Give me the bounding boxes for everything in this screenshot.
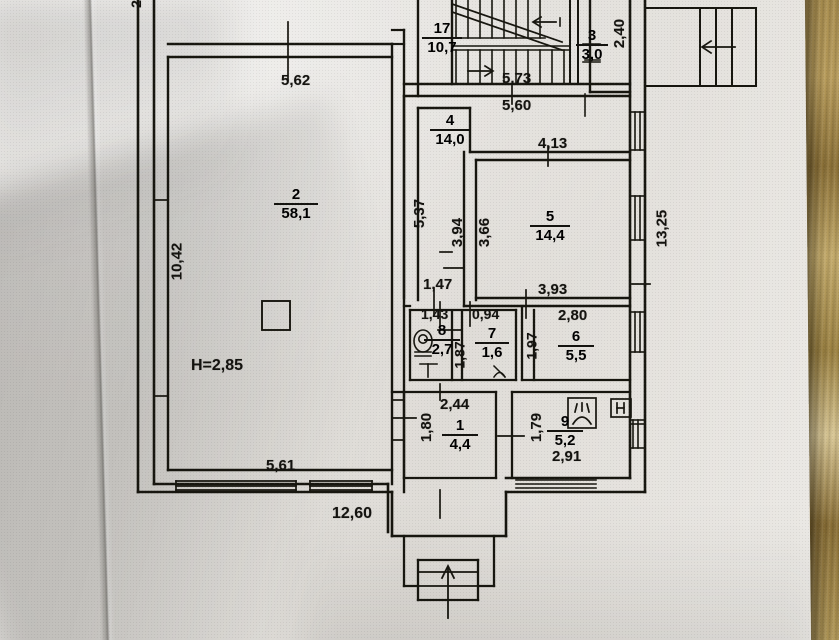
dim-197: 1,97 — [523, 332, 540, 360]
stair-arrow-up-icon — [467, 64, 495, 78]
dimension-ticks — [153, 21, 651, 519]
window-room-9 — [630, 419, 646, 449]
room-1-number: 1 — [455, 417, 465, 434]
radiator-icon — [610, 398, 632, 418]
room-8-label: 8 2,7 — [422, 323, 462, 357]
dim-corridor-top: 5,60 — [502, 97, 532, 114]
dim-stair-run: 5,73 — [502, 70, 532, 87]
dim-room5-bottom: 3,93 — [538, 281, 568, 298]
room-1-walls — [390, 390, 498, 480]
toilet-icon — [413, 329, 433, 357]
room-7-area: 1,6 — [481, 343, 503, 361]
room-6-area: 5,5 — [565, 346, 587, 364]
room-17-label: 17 10,7 — [420, 21, 464, 55]
room-3-area: 3,0 — [581, 45, 603, 63]
exterior-walls — [136, 0, 647, 538]
dim-room3-height: 2,40 — [611, 18, 629, 49]
room-2-number: 2 — [291, 186, 301, 203]
stair-stringer — [450, 2, 564, 52]
dim-top-room2: 5,62 — [281, 72, 311, 89]
stair-treads-lower — [451, 45, 571, 85]
dim-bottom-room2: 5,61 — [266, 457, 296, 474]
stair-arrow-down-icon — [531, 15, 557, 29]
dim-overall-bottom: 12,60 — [332, 505, 373, 522]
room-5-number: 5 — [545, 208, 555, 225]
dim-corridor-left: 5,37 — [411, 198, 429, 229]
room-9-number: 9 — [560, 413, 570, 430]
room-7-label: 7 1,6 — [473, 326, 511, 360]
room-4-area: 14,0 — [435, 130, 465, 148]
dim-179: 1,79 — [528, 412, 546, 443]
dim-291: 2,91 — [552, 448, 582, 465]
room-17-area: 10,7 — [427, 38, 457, 56]
dim-244: 2,44 — [440, 396, 470, 413]
entrance-arrow-right-icon — [700, 39, 736, 55]
dim-187: 1,87 — [451, 341, 468, 369]
entrance-arrow-up-icon — [440, 563, 456, 619]
room-9-area: 5,2 — [554, 431, 576, 449]
window-bottom-room-9 — [515, 479, 597, 489]
room-7-number: 7 — [487, 325, 497, 342]
dim-180: 1,80 — [418, 412, 436, 443]
room-2-label: 2 58,1 — [270, 187, 322, 221]
room-6-number: 6 — [571, 328, 581, 345]
ceiling-height-label: H=2,85 — [191, 357, 244, 374]
door-swing-room-7 — [492, 364, 507, 379]
entrance-porch-bottom — [402, 534, 496, 602]
room-1-label: 1 4,4 — [440, 418, 480, 452]
room-2-area: 58,1 — [281, 204, 311, 222]
shadow-overlay-bottom — [300, 480, 820, 640]
stair-rail — [569, 0, 579, 85]
room-9-walls — [510, 390, 632, 480]
room-2-partition — [390, 28, 406, 46]
dim-143: 1,43 — [421, 306, 449, 322]
room-4-walls — [402, 94, 472, 302]
dim-room5-top: 4,13 — [538, 135, 568, 152]
stair-dim-ticks — [559, 17, 601, 63]
room-8-area: 2,7 — [431, 340, 453, 358]
room-9-label: 9 5,2 — [545, 414, 585, 448]
room-5-walls — [462, 150, 632, 308]
room-5-area: 14,4 — [535, 226, 565, 244]
stair-treads-upper — [451, 0, 546, 39]
sink-icon — [419, 363, 438, 378]
room-6-label: 6 5,5 — [556, 329, 596, 363]
room-3-ticks — [584, 59, 601, 117]
room-8-number: 8 — [437, 322, 447, 339]
room-2-walls — [166, 28, 406, 494]
room-5-label: 5 14,4 — [528, 209, 572, 243]
room-1-area: 4,4 — [449, 435, 471, 453]
room-4-label: 4 14,0 — [428, 113, 472, 147]
corner-mark: 2 — [127, 0, 144, 8]
dim-366: 3,66 — [476, 217, 494, 248]
dim-right-overall: 13,25 — [653, 209, 671, 248]
dim-147: 1,47 — [423, 276, 453, 293]
room-2-column — [261, 300, 291, 331]
dim-left-room2: 10,42 — [168, 242, 186, 281]
room-3-label: 3 3,0 — [574, 28, 610, 62]
windows-bottom-left — [175, 480, 373, 493]
stairwell-walls — [402, 0, 632, 98]
dim-394: 3,94 — [449, 217, 467, 248]
dim-094: 0,94 — [472, 306, 500, 322]
room-17-number: 17 — [433, 20, 451, 37]
room-4-number: 4 — [445, 112, 455, 129]
windows-right-wall — [630, 111, 646, 353]
room-3-number: 3 — [587, 27, 597, 44]
stove-icon — [567, 397, 597, 429]
room-8-7-walls — [402, 304, 518, 382]
shadow-overlay-topleft — [0, 0, 230, 300]
dim-280: 2,80 — [558, 307, 588, 324]
room-3-walls — [588, 0, 632, 94]
